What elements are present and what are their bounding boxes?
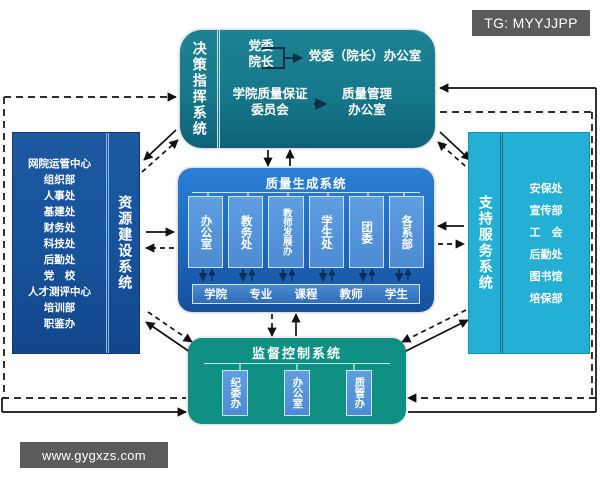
- quality-system-box[interactable]: 质量生成系统 办公室: [178, 168, 434, 312]
- quality-office-node[interactable]: 质量管理 办公室: [341, 86, 392, 117]
- resource-system-label: 资源建设系统: [116, 195, 133, 291]
- decision-system-side-label: 决策指挥系统: [180, 30, 220, 148]
- decision-internal-wires: [262, 47, 328, 110]
- support-system-box[interactable]: 支持服务系统 安保处 宣传部 工 会 后勤处 图书馆 培保部: [468, 132, 590, 354]
- party-brace: [262, 47, 285, 69]
- list-item[interactable]: 安保处: [529, 182, 563, 195]
- list-item[interactable]: 后勤处: [43, 253, 76, 266]
- party-office-node[interactable]: 党委（院长）办公室: [308, 48, 422, 63]
- wire-decision-to-support-diag-solid: [439, 131, 471, 161]
- list-item[interactable]: 图书馆: [529, 270, 563, 283]
- wire-decision-to-resource-diag-solid: [143, 129, 177, 161]
- quality-object-course[interactable]: 课程: [294, 287, 318, 301]
- quality-object-teacher[interactable]: 教师: [339, 287, 363, 301]
- list-item[interactable]: 人才测评中心: [28, 285, 91, 298]
- wire-supervise-to-support-diag-solid: [403, 319, 469, 353]
- quality-dept-youth-league[interactable]: 团委: [348, 196, 384, 268]
- decision-system-body: 党委 院长 党委（院长）办公室 学院质量保证 委员会 质量管理 办公室: [220, 30, 435, 148]
- list-item[interactable]: 人事处: [43, 189, 76, 202]
- wire-support-to-decision-diag-dashed: [437, 141, 473, 173]
- quality-dept-office[interactable]: 办公室: [188, 196, 224, 268]
- list-item[interactable]: 培保部: [529, 292, 563, 305]
- list-item[interactable]: 财务处: [43, 221, 76, 234]
- list-item[interactable]: 组织部: [43, 173, 76, 186]
- quality-dept-departments[interactable]: 各系部: [388, 196, 425, 268]
- watermark-top-right: TG: MYYJJPP: [472, 10, 590, 36]
- resource-system-box[interactable]: 网院运管中心 组织部 人事处 基建处 财务处 科技处 后勤处 党 校 人才测评中…: [12, 132, 140, 354]
- quality-object-college[interactable]: 学院: [204, 287, 228, 301]
- decision-system-box[interactable]: 决策指挥系统 党委 院长 党委（院长）办公室 学院质量保证 委员会 质量管理 办…: [180, 30, 435, 148]
- support-system-label: 支持服务系统: [476, 195, 493, 291]
- list-item[interactable]: 党 校: [43, 269, 76, 282]
- supervise-dept-office[interactable]: 办公室: [284, 370, 310, 416]
- quality-dept-academic-affairs[interactable]: 教务处: [228, 196, 264, 268]
- list-item[interactable]: 网院运管中心: [28, 157, 91, 170]
- supervise-internal-wires: [239, 363, 355, 370]
- wire-resource-to-supervise-diag-solid: [145, 321, 191, 353]
- quality-dept-student-affairs[interactable]: 学生处: [308, 196, 344, 268]
- quality-objects-bar: 学院 专业 课程 教师 学生: [192, 284, 420, 304]
- quality-committee-node[interactable]: 学院质量保证 委员会: [232, 86, 308, 117]
- wire-resource-to-decision-diag-dashed: [141, 139, 179, 173]
- quality-system-title: 质量生成系统: [265, 176, 347, 191]
- resource-system-side-label: 资源建设系统: [109, 133, 139, 353]
- quality-object-major[interactable]: 专业: [249, 287, 273, 301]
- supervise-system-title: 监督控制系统: [251, 347, 342, 362]
- list-item[interactable]: 培训部: [43, 301, 76, 314]
- list-item[interactable]: 职鉴办: [43, 317, 76, 330]
- quality-internal-wires: [198, 192, 412, 282]
- support-system-item-list: 安保处 宣传部 工 会 后勤处 图书馆 培保部: [503, 133, 589, 353]
- quality-dept-teacher-development[interactable]: 教师发展办: [268, 196, 304, 268]
- quality-department-columns: 办公室 教务处 教师发展办 学生处 团委 各系部: [188, 196, 425, 268]
- supervise-system-box[interactable]: 监督控制系统 纪委办 办公室 质管办: [188, 338, 406, 424]
- supervise-dept-discipline[interactable]: 纪委办: [222, 370, 248, 416]
- resource-system-item-list: 网院运管中心 组织部 人事处 基建处 财务处 科技处 后勤处 党 校 人才测评中…: [13, 133, 109, 353]
- list-item[interactable]: 科技处: [43, 237, 76, 250]
- party-leader-node[interactable]: 党委 院长: [248, 38, 274, 69]
- list-item[interactable]: 宣传部: [529, 204, 563, 217]
- wire-support-to-supervise-diag-dashed: [401, 309, 467, 343]
- quality-system-rail: [192, 192, 420, 193]
- supervise-department-columns: 纪委办 办公室 质管办: [204, 370, 390, 416]
- list-item[interactable]: 后勤处: [529, 248, 563, 261]
- list-item[interactable]: 基建处: [43, 205, 76, 218]
- quality-object-student[interactable]: 学生: [384, 287, 408, 301]
- decision-system-label: 决策指挥系统: [190, 41, 207, 137]
- support-system-side-label: 支持服务系统: [469, 133, 503, 353]
- supervise-dept-quality-control[interactable]: 质管办: [346, 370, 372, 416]
- list-item[interactable]: 工 会: [529, 226, 563, 239]
- wire-supervise-to-resource-diag-dashed: [147, 311, 193, 343]
- watermark-bottom-left: www.gygxzs.com: [20, 442, 168, 468]
